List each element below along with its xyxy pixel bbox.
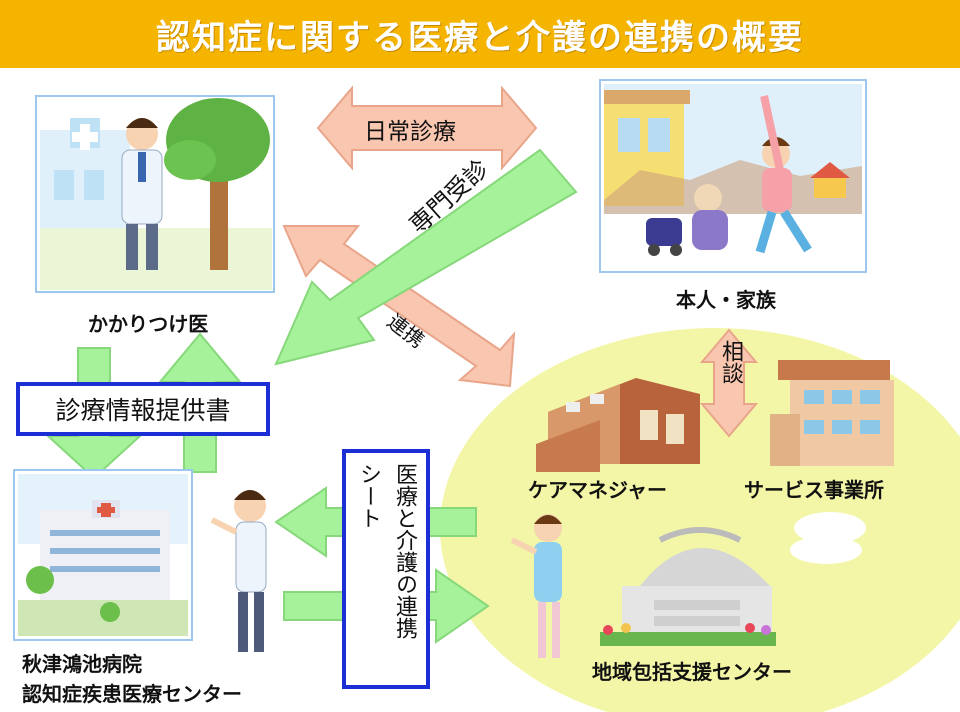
daily-care-arrow [316,85,538,171]
hospital-doctor-figure [210,490,267,652]
hospital-illustration [13,469,193,641]
medical-info-doc-label: 診療情報提供書 [55,396,231,425]
service-office-building [770,360,894,466]
daily-care-label: 日常診療 [364,119,456,145]
care-manager-label: ケアマネジャー [528,478,667,502]
consultation-label: 相談 [718,340,743,384]
gp-label: かかりつけ医 [88,312,209,336]
hospital-label-line2: 認知症疾患医療センター [22,682,242,706]
page-title: 認知症に関する医療と介護の連携の概要 [156,17,804,58]
specialist-arrow [274,148,578,366]
care-sheet-label-col1: 医療と介護の連携 [392,463,417,639]
care-manager-building [536,378,700,472]
community-center-label: 地域包括支援センター [592,660,792,684]
patient-family-label: 本人・家族 [676,288,776,312]
care-sheet-box: 医療と介護の連携 シート [342,449,430,689]
consultation-arrow [699,328,759,438]
care-staff-figure [510,514,562,658]
title-bar: 認知症に関する医療と介護の連携の概要 [0,0,960,68]
medical-info-doc-box: 診療情報提供書 [16,382,270,436]
hospital-label-line1: 秋津鴻池病院 [22,652,142,676]
gp-illustration [35,95,275,293]
community-center-building [600,512,866,646]
patient-family-illustration [599,79,867,273]
service-office-label: サービス事業所 [744,478,884,502]
cooperation-arrow [282,225,516,388]
care-sheet-label-col2: シート [356,463,381,529]
